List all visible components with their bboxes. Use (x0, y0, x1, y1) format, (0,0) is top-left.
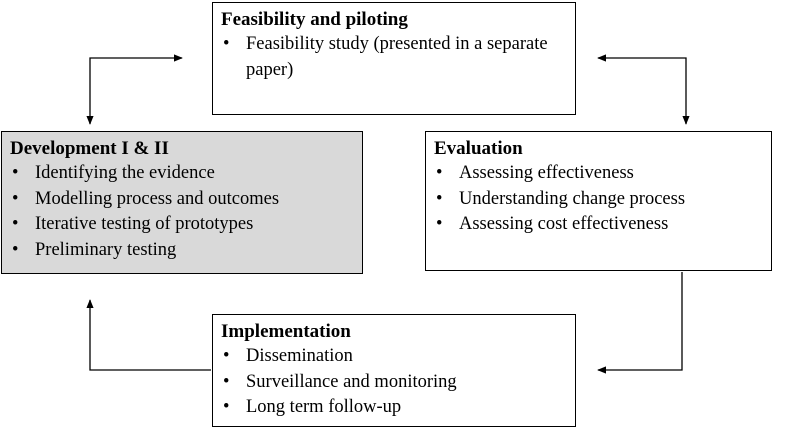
evaluation-item: • Assessing cost effectiveness (434, 212, 763, 238)
development-item-text: Preliminary testing (35, 239, 177, 260)
development-item-text: Modelling process and outcomes (35, 188, 280, 209)
development-item-text: Iterative testing of prototypes (35, 214, 254, 234)
bullet-icon: • (12, 188, 19, 209)
feasibility-box: Feasibility and piloting • Feasibility st… (212, 2, 576, 115)
feasibility-items: • Feasibility study (presented in a separ… (221, 32, 567, 83)
development-item: • Iterative testing of prototypes (10, 212, 354, 238)
bullet-icon: • (12, 163, 19, 183)
bullet-icon: • (12, 214, 19, 234)
evaluation-item-text: Assessing effectiveness (459, 163, 634, 183)
development-item: • Preliminary testing (10, 238, 354, 264)
implementation-item: • Dissemination (221, 344, 567, 370)
bullet-icon: • (12, 239, 19, 260)
evaluation-title: Evaluation (434, 138, 523, 159)
evaluation-box: Evaluation • Assessing effectiveness • Unde… (425, 131, 772, 271)
evaluation-item-text: Assessing cost effectiveness (459, 214, 669, 234)
implementation-item: • Surveillance and monitoring (221, 370, 567, 396)
feasibility-item: • Feasibility study (presented in a separ… (221, 32, 567, 83)
evaluation-item-text: Understanding change process (459, 188, 686, 209)
bullet-icon: • (223, 397, 230, 417)
arrow-implementation-development (86, 299, 211, 371)
implementation-item: • Long term follow-up (221, 395, 567, 421)
feasibility-item-text: Feasibility study (presented in a separa… (246, 34, 548, 80)
arrow-feasibility-evaluation (597, 54, 690, 125)
development-item-text: Identifying the evidence (35, 163, 215, 183)
evaluation-item: • Assessing effectiveness (434, 161, 763, 187)
development-item: • Identifying the evidence (10, 161, 354, 187)
bullet-icon: • (223, 34, 230, 54)
implementation-items: • Dissemination • Surveillance and monitori… (221, 344, 567, 421)
bullet-icon: • (436, 163, 443, 183)
implementation-box: Implementation • Dissemination • Surveillan… (212, 314, 576, 427)
feasibility-title: Feasibility and piloting (221, 9, 408, 30)
development-box: Development I & II • Identifying the evid… (1, 131, 363, 274)
implementation-item-text: Long term follow-up (246, 397, 402, 417)
evaluation-item: • Understanding change process (434, 187, 763, 213)
development-item: • Modelling process and outcomes (10, 187, 354, 213)
arrow-evaluation-implementation (597, 272, 683, 374)
development-items: • Identifying the evidence • Modelling proc… (10, 161, 354, 263)
arrow-development-feasibility (86, 54, 183, 125)
implementation-item-text: Dissemination (246, 346, 353, 366)
development-title: Development I & II (10, 138, 169, 159)
bullet-icon: • (223, 346, 230, 366)
implementation-item-text: Surveillance and monitoring (246, 371, 457, 392)
bullet-icon: • (436, 214, 443, 234)
bullet-icon: • (223, 371, 230, 392)
bullet-icon: • (436, 188, 443, 209)
implementation-title: Implementation (221, 321, 351, 342)
evaluation-items: • Assessing effectiveness • Understanding c… (434, 161, 763, 238)
